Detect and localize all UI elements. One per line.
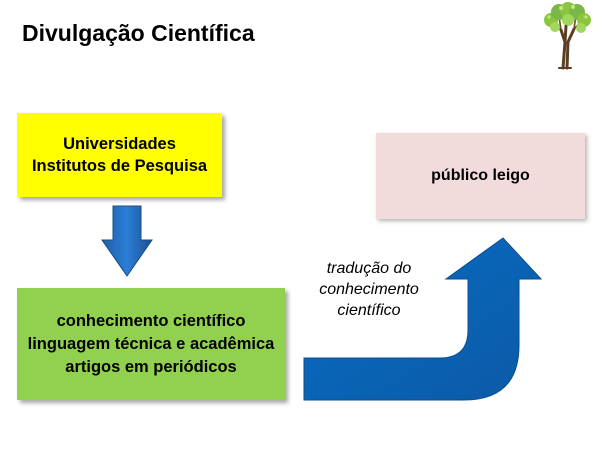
institutions-line-1: Universidades (63, 135, 176, 153)
scientific-knowledge-box: conhecimento científico linguagem técnic… (17, 288, 285, 400)
translation-line-3: científico (337, 302, 401, 319)
tree-icon (544, 2, 591, 70)
institutions-line-2: Institutos de Pesquisa (31, 157, 208, 175)
knowledge-line-1: conhecimento científico (56, 311, 246, 330)
translation-line-2: conhecimento (319, 281, 419, 298)
down-arrow (101, 205, 153, 277)
translation-line-1: tradução do (326, 260, 412, 277)
slide-title: Divulgação Científica (22, 20, 255, 46)
knowledge-line-2: linguagem técnica e acadêmica (27, 334, 275, 353)
public-label: público leigo (431, 167, 530, 184)
lay-public-box: público leigo (376, 133, 585, 219)
translation-label: tradução do conhecimento científico (305, 258, 433, 321)
institutions-box: Universidades Institutos de Pesquisa (17, 113, 222, 197)
knowledge-line-3: artigos em periódicos (65, 357, 237, 376)
